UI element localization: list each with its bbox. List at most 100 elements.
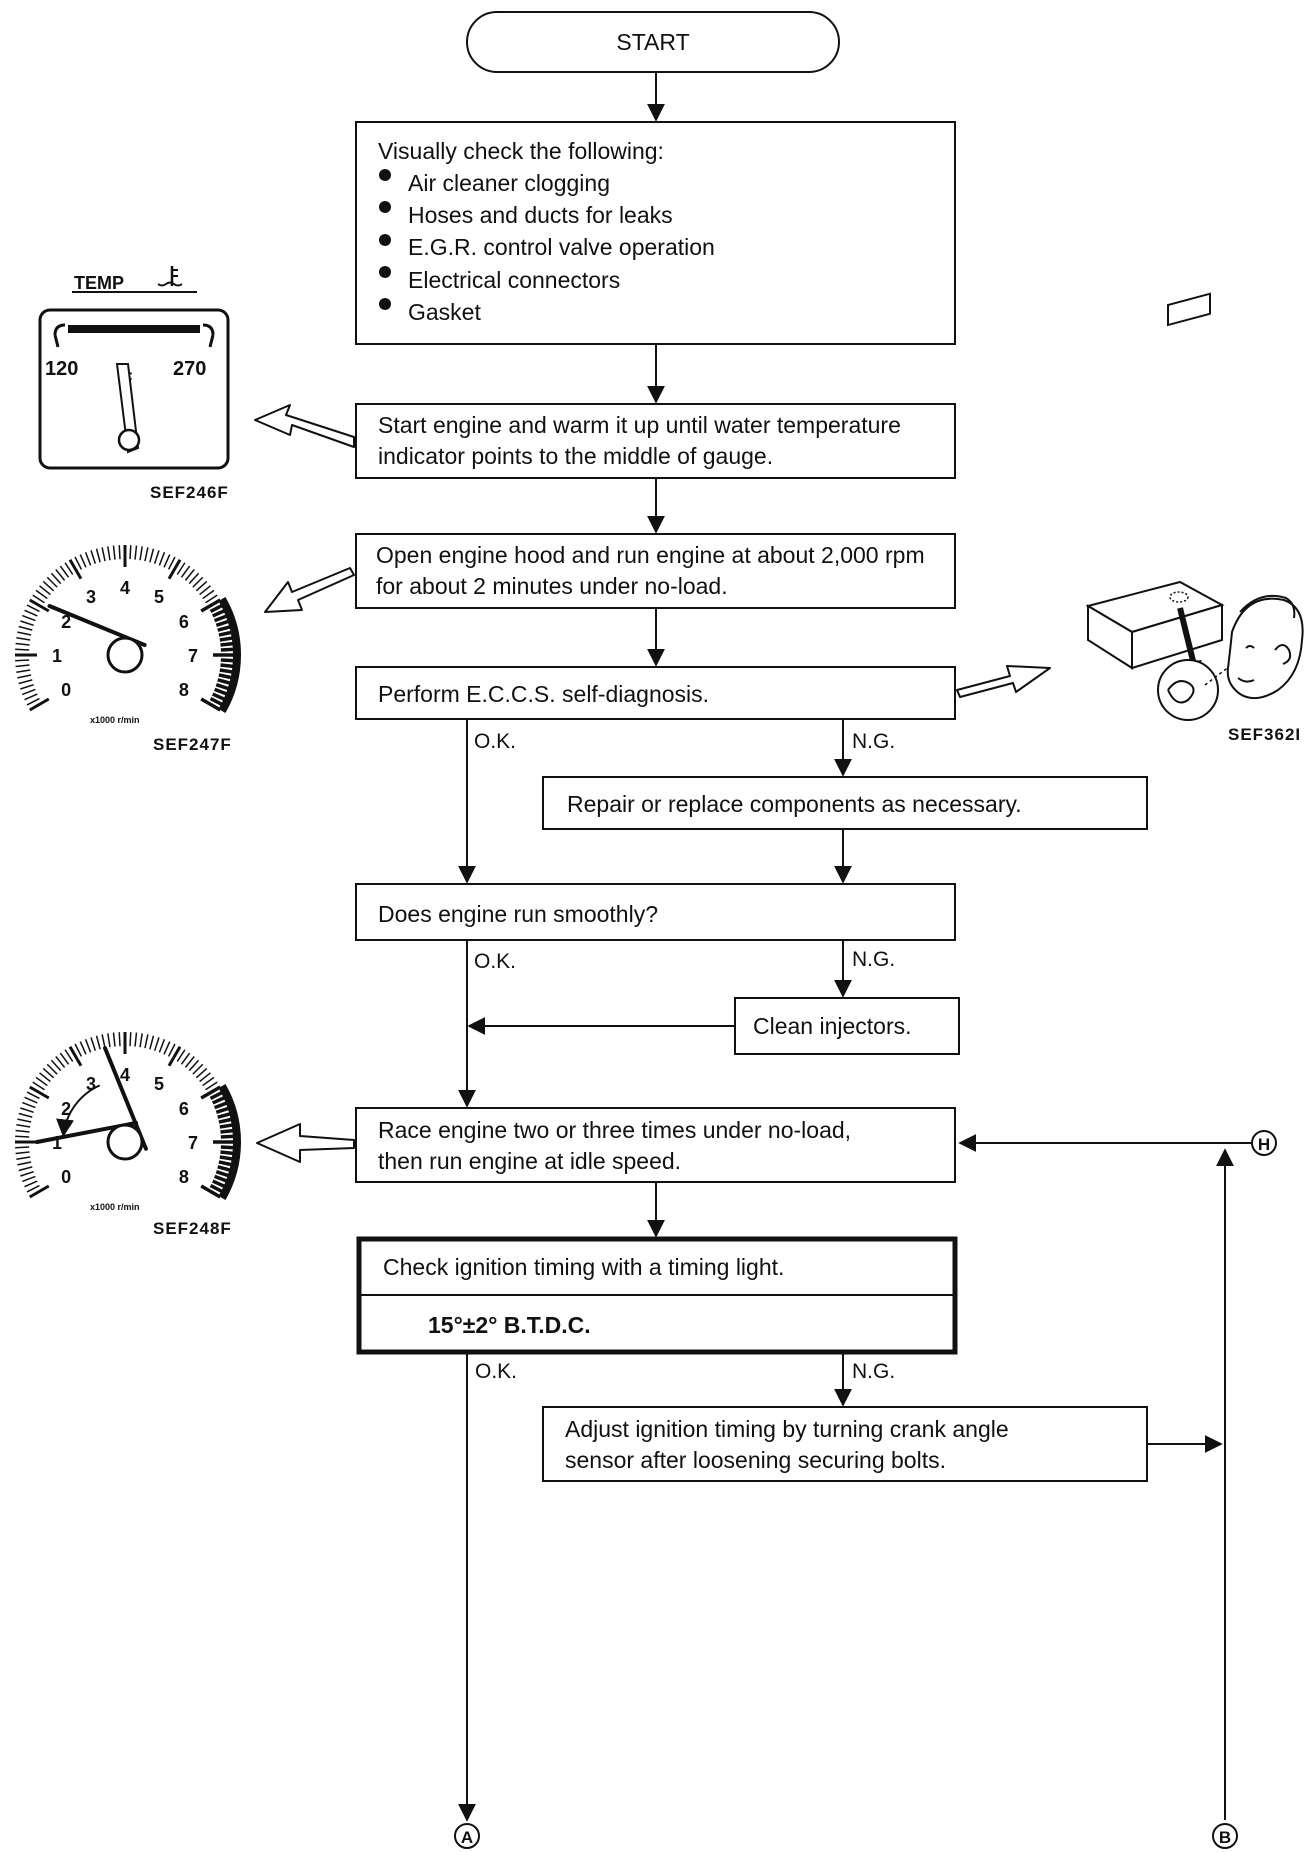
tach-graduation: [192, 576, 204, 588]
tach-graduation: [192, 1063, 204, 1075]
repair-label: Repair or replace components as necessar…: [567, 791, 1022, 817]
tach-graduation: [15, 659, 30, 662]
bullet-icon: [379, 298, 391, 310]
tach-graduation: [200, 697, 222, 712]
warm-up-line-2: indicator points to the middle of gauge.: [378, 443, 773, 469]
tach-graduation: [15, 1146, 30, 1149]
tach-graduation: [107, 546, 111, 561]
tach-graduation: [129, 545, 132, 560]
tach-graduation: [46, 576, 58, 588]
tach-graduation: [211, 1179, 227, 1189]
figure-code: SEF362I: [1228, 725, 1301, 744]
timing-check-label: Check ignition timing with a timing ligh…: [383, 1254, 784, 1280]
tach-graduation: [220, 641, 235, 647]
tach-graduation: [84, 552, 92, 566]
tach-graduation: [167, 1045, 182, 1067]
tach-hub: [106, 636, 144, 674]
visual-check-item: Air cleaner clogging: [408, 170, 610, 196]
tach-graduation: [158, 1039, 166, 1053]
pointer-arrow-icon: [264, 567, 355, 613]
tach-graduation: [74, 556, 83, 570]
tach-graduation: [209, 1184, 224, 1194]
tach-tick-label: 4: [120, 1065, 130, 1085]
tach-graduation: [22, 688, 36, 696]
tach-graduation: [220, 647, 235, 652]
tach-graduation: [101, 547, 106, 562]
figure-code: SEF247F: [153, 735, 232, 754]
tach-graduation: [149, 1035, 155, 1050]
tach-graduation: [17, 1161, 32, 1166]
tach-graduation: [42, 580, 55, 592]
tach-graduation: [26, 1091, 40, 1100]
tach-graduation: [39, 585, 51, 596]
tach-graduation: [199, 585, 211, 596]
visual-check-heading: Visually check the following:: [378, 138, 664, 164]
bullet-icon: [379, 234, 391, 246]
magnifier-icon: [1157, 659, 1219, 721]
ok-label: O.K.: [474, 950, 516, 973]
tach-tick-label: 4: [120, 578, 130, 598]
tach-graduation: [16, 637, 31, 641]
tach-graduation: [42, 1067, 55, 1079]
tach-graduation: [22, 614, 36, 622]
connector-b-label: B: [1219, 1828, 1231, 1847]
warm-up-line-1: Start engine and warm it up until water …: [378, 412, 901, 438]
tach-graduation: [35, 589, 48, 600]
tach-graduation: [79, 1041, 87, 1055]
adjust-timing-line-2: sensor after loosening securing bolts.: [565, 1447, 946, 1473]
tach-graduation: [176, 1049, 186, 1062]
tach-graduation: [220, 658, 235, 663]
tach-graduation: [220, 663, 235, 669]
temp-gauge-title: TEMP: [74, 273, 124, 293]
tach-hub: [106, 1123, 144, 1161]
tach-graduation: [26, 604, 40, 613]
tach-graduation: [50, 572, 62, 585]
tach-graduation: [217, 1111, 232, 1119]
tach-graduation: [118, 1032, 121, 1047]
pointer-arrow-icon: [956, 665, 1051, 698]
tach-graduation: [180, 565, 191, 578]
tach-graduation: [149, 548, 155, 563]
tach-tick-label: 1: [52, 1133, 62, 1153]
tach-graduation: [202, 589, 215, 600]
clean-injectors-label: Clean injectors.: [753, 1013, 912, 1039]
tach-graduation: [64, 562, 74, 575]
tach-graduation: [153, 550, 160, 564]
tach-graduation: [17, 1118, 32, 1123]
thermometer-icon: [157, 266, 183, 287]
tach-graduation: [139, 546, 143, 561]
tach-graduation: [144, 547, 149, 562]
tach-graduation: [211, 692, 227, 702]
pointer-arrow-icon: [256, 1123, 355, 1163]
tach-graduation: [95, 548, 101, 563]
tach-graduation: [129, 1032, 132, 1047]
tach-graduation: [200, 1184, 222, 1199]
pointer-arrow-icon: [254, 404, 355, 448]
tach-graduation: [209, 1090, 224, 1100]
race-engine-line-2: then run engine at idle speed.: [378, 1148, 681, 1174]
tach-graduation: [101, 1034, 106, 1049]
hood-run-line-2: for about 2 minutes under no-load.: [376, 573, 728, 599]
tach-graduation: [134, 545, 138, 560]
tach-graduation: [28, 598, 50, 613]
tach-graduation: [46, 1063, 58, 1075]
ok-label: O.K.: [475, 1360, 517, 1383]
tach-graduation: [18, 679, 33, 685]
tach-graduation: [218, 1160, 233, 1167]
tach-tick-label: 3: [86, 1074, 96, 1094]
tach-graduation: [15, 648, 30, 651]
tach-graduation: [20, 1170, 34, 1177]
timing-spec: 15°±2° B.T.D.C.: [428, 1312, 591, 1338]
connector-a: A: [454, 1823, 480, 1849]
tach-graduation: [167, 556, 176, 570]
tach-graduation: [199, 1072, 211, 1083]
tach-graduation: [32, 1081, 45, 1091]
tach-graduation: [90, 1037, 97, 1051]
ecu-inspection-figure: SEF362I: [1085, 292, 1304, 744]
tach-graduation: [24, 1180, 38, 1188]
bullet-icon: [379, 201, 391, 213]
temp-gauge-figure: TEMP 120 270 F SEF246F: [38, 266, 230, 502]
tach-tick-label: 6: [179, 612, 189, 632]
tach-graduation: [39, 1072, 51, 1083]
